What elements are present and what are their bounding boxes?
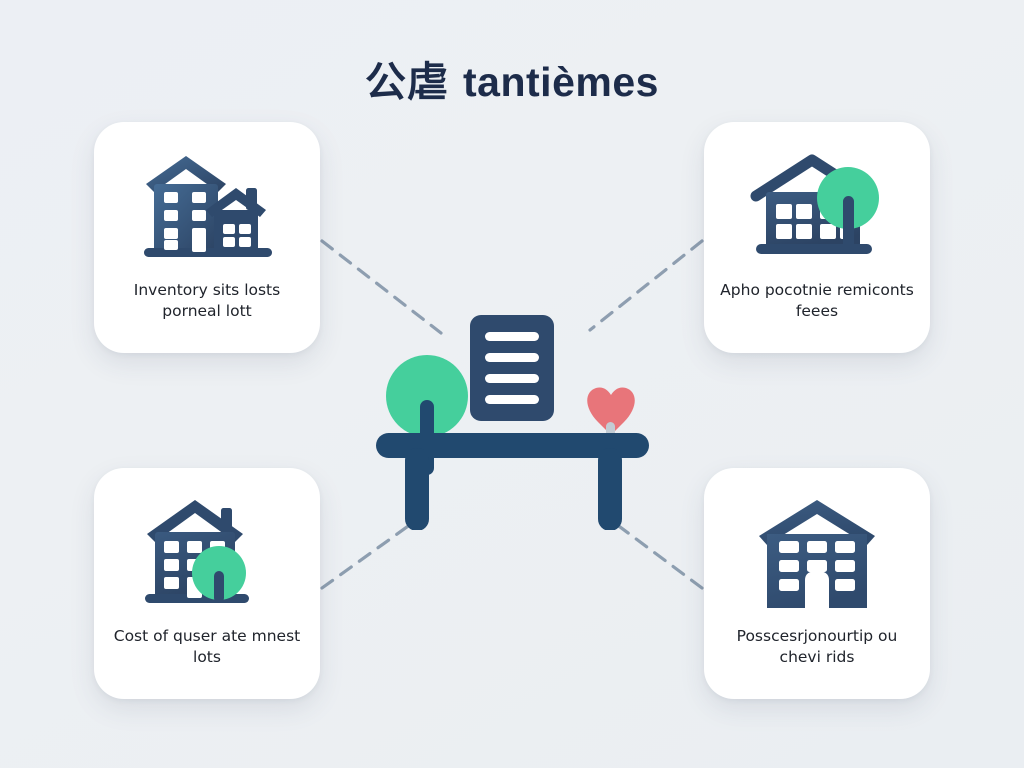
card-bottom-left[interactable]: Cost of quser ate mnest lots xyxy=(94,468,320,699)
center-hub xyxy=(370,300,655,531)
house-building-icon xyxy=(742,494,892,612)
document-lines-icon xyxy=(470,315,554,421)
card-label: Apho pocotnie remiconts feees xyxy=(720,281,914,320)
page-title-latin: tantièmes xyxy=(463,59,659,105)
card-bottom-right[interactable]: Posscesrjonourtip ou chevi rids xyxy=(704,468,930,699)
page-title: 公虐 tantièmes xyxy=(0,48,1024,108)
page-title-cjk: 公虐 xyxy=(365,59,450,105)
card-label: Posscesrjonourtip ou chevi rids xyxy=(736,627,898,666)
bench-icon xyxy=(376,433,649,531)
card-top-right[interactable]: Apho pocotnie remiconts feees xyxy=(704,122,930,353)
house-with-tree-icon xyxy=(742,148,892,266)
card-label: Cost of quser ate mnest lots xyxy=(113,627,301,666)
card-label: Inventory sits losts porneal lott xyxy=(133,281,281,320)
apartment-and-house-icon xyxy=(132,148,282,266)
card-top-left[interactable]: Inventory sits losts porneal lott xyxy=(94,122,320,353)
apartment-with-tree-icon xyxy=(132,494,282,612)
